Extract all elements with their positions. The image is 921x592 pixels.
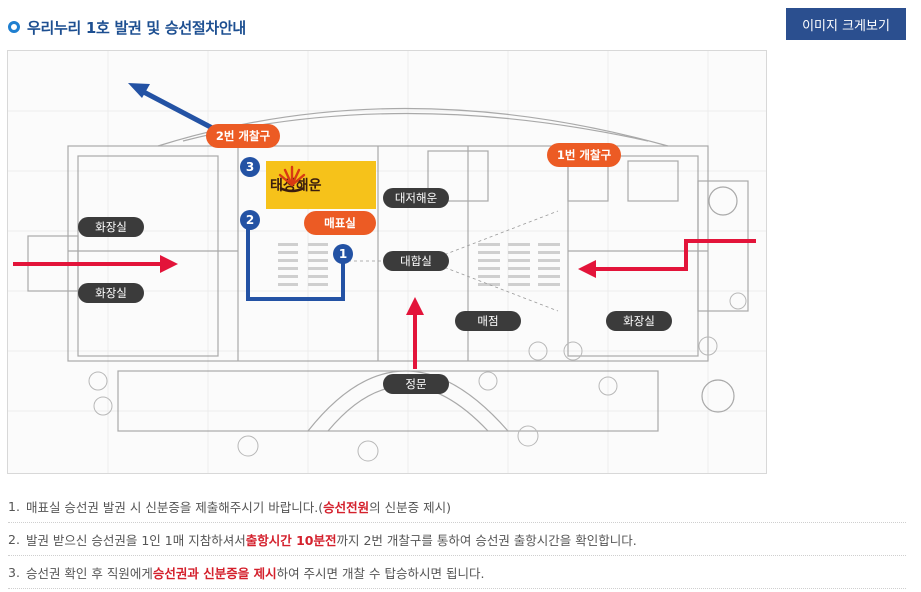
section-title: 우리누리 1호 발권 및 승선절차안내: [8, 12, 246, 42]
shop-label: 매점: [455, 311, 521, 331]
gate-1-label: 1번 개찰구: [547, 143, 621, 167]
brand-logo-icon: [278, 165, 306, 193]
brand-logo: 태성해운: [266, 161, 376, 209]
restroom-label-right: 화장실: [606, 311, 672, 331]
step-2-marker: 2: [240, 210, 260, 230]
terminal-floor-map[interactable]: 2번 개찰구 1번 개찰구 매표실 태성해운 3 2 1 화장실 화장실 화장실…: [7, 50, 767, 474]
restroom-label-lower-left: 화장실: [78, 283, 144, 303]
enlarge-image-button[interactable]: 이미지 크게보기: [786, 8, 906, 40]
main-gate-label: 정문: [383, 374, 449, 394]
floor-plan-drawing: [8, 51, 766, 473]
ticket-office-label: 매표실: [304, 211, 376, 235]
waiting-room-label: 대저해운: [383, 188, 449, 208]
gate-2-label: 2번 개찰구: [206, 124, 280, 148]
restroom-label-upper-left: 화장실: [78, 217, 144, 237]
hall-label: 대합실: [383, 251, 449, 271]
page-title: 우리누리 1호 발권 및 승선절차안내: [27, 18, 246, 37]
step-3-marker: 3: [240, 157, 260, 177]
step-1-marker: 1: [333, 244, 353, 264]
circle-bullet-icon: [8, 21, 20, 33]
